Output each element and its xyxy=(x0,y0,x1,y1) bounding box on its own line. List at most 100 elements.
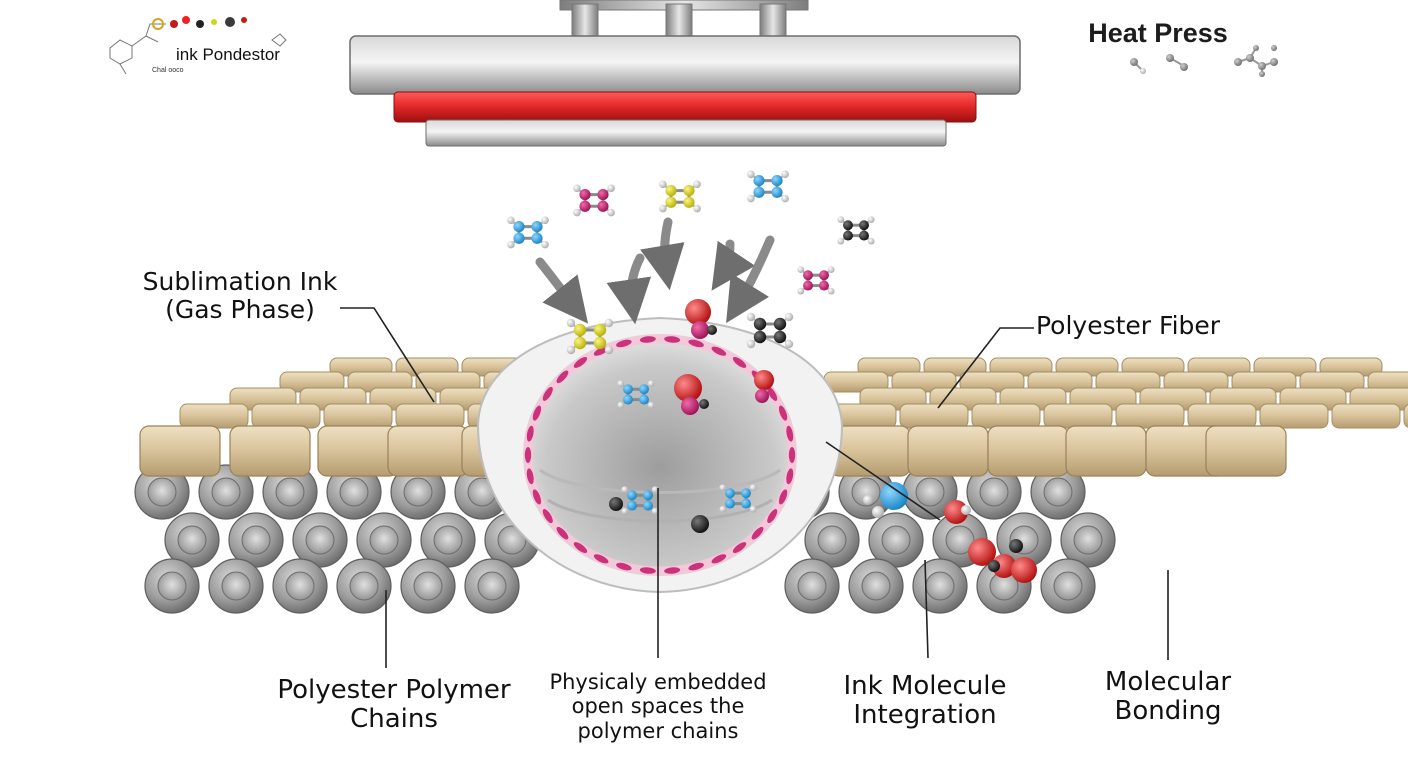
polymer-tube-icon xyxy=(902,464,958,520)
chain-segment xyxy=(532,405,542,421)
chain-segment xyxy=(751,526,764,540)
chain-segment xyxy=(778,489,788,505)
chain-segment xyxy=(786,468,794,485)
label-sublimation-ink: Sublimation Ink (Gas Phase) xyxy=(130,268,350,324)
polymer-tube-icon xyxy=(464,558,520,614)
atom xyxy=(944,500,968,524)
polymer-tube-icon xyxy=(848,558,904,614)
atom xyxy=(691,515,709,533)
atom xyxy=(1009,539,1023,553)
small-molecules-icon xyxy=(1130,45,1278,77)
label-sublimation-ink-line1: Sublimation Ink xyxy=(142,267,338,296)
fabric-icon xyxy=(971,403,1041,429)
chain-segment xyxy=(556,526,569,540)
label-polymer-chains: Polyester Polymer Chains xyxy=(266,675,522,735)
fabric-icon xyxy=(1187,403,1257,429)
label-polymer-chains-line2: Chains xyxy=(350,704,438,735)
atom xyxy=(880,482,908,510)
label-bonding: Molecular Bonding xyxy=(1078,667,1258,727)
molecule xyxy=(797,266,835,295)
arrow-icon xyxy=(535,217,775,325)
polymer-tube-icon xyxy=(144,558,200,614)
chain-segment xyxy=(767,509,778,524)
label-sublimation-ink-line2: (Gas Phase) xyxy=(165,295,315,324)
fabric-icon xyxy=(1331,403,1401,429)
polymer-tube-icon xyxy=(198,464,254,520)
polymer-tube-icon xyxy=(272,558,328,614)
fabric-icon xyxy=(1043,403,1113,429)
polymer-tube-icon xyxy=(1040,558,1096,614)
molecule xyxy=(719,484,757,513)
logo-text: ink Pondestor xyxy=(176,45,280,64)
molecule xyxy=(566,318,614,355)
fabric-icon xyxy=(317,425,399,477)
label-polyester-fiber-text: Polyester Fiber xyxy=(1036,311,1221,340)
chain-segment xyxy=(711,554,727,564)
polymer-tube-icon xyxy=(1060,512,1116,568)
polymer-tube-icon xyxy=(262,464,318,520)
atom xyxy=(681,397,699,415)
fabric-icon xyxy=(907,425,989,477)
chain-segment xyxy=(639,336,656,343)
chain-segment xyxy=(573,356,588,368)
chain-segment xyxy=(593,554,609,564)
molecule xyxy=(659,180,701,213)
chain-segment xyxy=(532,489,542,505)
chain-segment xyxy=(524,447,532,463)
atom xyxy=(961,505,971,515)
atom xyxy=(699,399,709,409)
polymer-tube-icon xyxy=(400,558,456,614)
chain-segment xyxy=(542,386,553,401)
molecule xyxy=(507,216,549,249)
atom xyxy=(992,554,1016,578)
chain-segment xyxy=(664,567,681,574)
cutaway-cross-section xyxy=(476,316,844,594)
fabric-icon xyxy=(139,425,221,477)
atom xyxy=(754,370,774,390)
heat-press-icon xyxy=(349,0,1021,147)
molecule xyxy=(617,380,655,409)
chain-segment xyxy=(732,542,747,554)
label-polymer-chains-line1: Polyester Polymer xyxy=(277,675,511,705)
polymer-tube-icon xyxy=(292,512,348,568)
chain-segment xyxy=(573,542,588,554)
atom xyxy=(609,497,623,511)
fabric-icon xyxy=(899,403,969,429)
molecule xyxy=(621,486,659,515)
logo-subtext: Chal ooco xyxy=(152,67,184,74)
fabric-icon xyxy=(1259,403,1329,429)
fabric-icon xyxy=(1065,425,1147,477)
molecule xyxy=(573,184,615,217)
label-integration-line2: Integration xyxy=(853,700,997,731)
fabric-icon xyxy=(987,425,1069,477)
polymer-tube-icon xyxy=(336,558,392,614)
label-integration: Ink Molecule Integration xyxy=(820,671,1030,731)
atom xyxy=(863,495,873,505)
polymer-tube-icon xyxy=(228,512,284,568)
chain-segment xyxy=(732,356,747,368)
polymer-tube-icon xyxy=(420,512,476,568)
chain-segment xyxy=(711,346,727,356)
chain-segment xyxy=(778,405,788,421)
fabric-icon xyxy=(323,403,393,429)
heat-press-title: Heat Press xyxy=(1088,18,1228,48)
polymer-tube-icon xyxy=(784,558,840,614)
label-embedded-line2: open spaces the xyxy=(571,694,745,719)
logo-molecule-icon xyxy=(109,23,287,75)
atom xyxy=(707,325,717,335)
atom xyxy=(988,560,1000,572)
molecule xyxy=(747,170,789,203)
chain-segment xyxy=(556,370,569,384)
polymer-tube-icon xyxy=(208,558,264,614)
label-bonding-line1: Molecular xyxy=(1104,667,1232,697)
fabric-icon xyxy=(1205,425,1287,477)
label-bonding-line2: Bonding xyxy=(1114,696,1222,727)
polymer-tube-icon xyxy=(966,464,1022,520)
atom xyxy=(755,389,769,403)
label-embedded-line3: polymer chains xyxy=(577,718,739,743)
chain-segment xyxy=(688,562,704,571)
molecule xyxy=(837,216,875,245)
polymer-tube-icon xyxy=(390,464,446,520)
chain-segment xyxy=(526,468,534,485)
molecule-icon xyxy=(507,170,1037,583)
